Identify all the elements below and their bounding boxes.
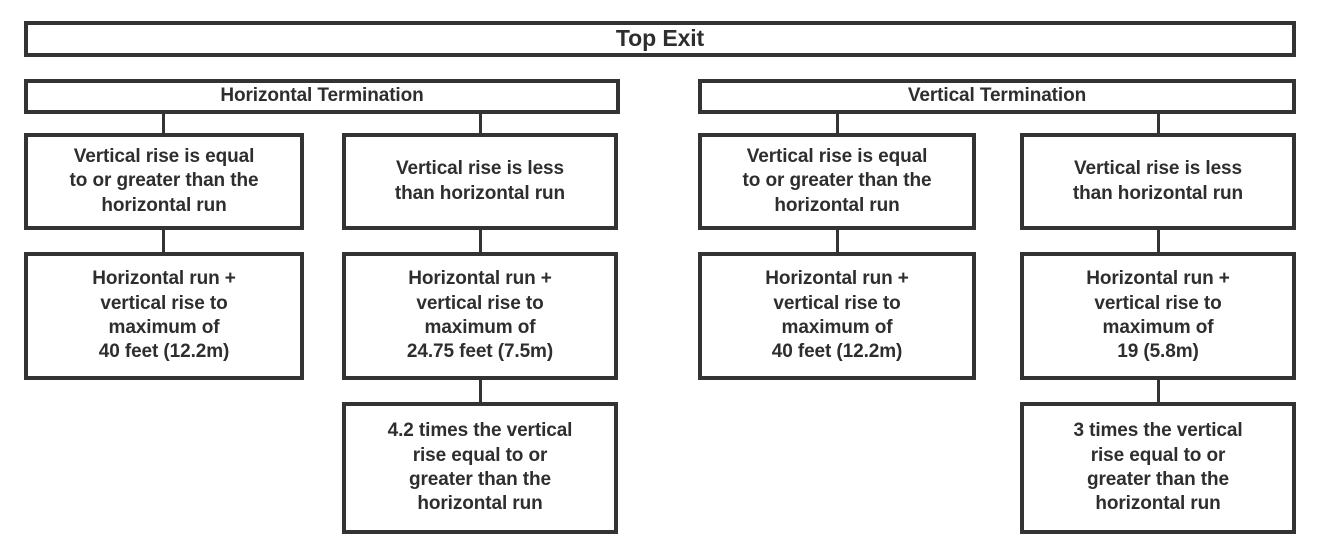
value-text-vertical-less-than: Horizontal run + vertical rise to maximu… — [1086, 268, 1230, 363]
condition-box-vertical-less-than: Vertical rise is less than horizontal ru… — [1020, 133, 1296, 230]
condition-box-horizontal-less-than: Vertical rise is less than horizontal ru… — [342, 133, 618, 230]
extra-box-horizontal-less-than: 4.2 times the vertical rise equal to or … — [342, 402, 618, 534]
group-header-vertical-termination: Vertical Termination — [698, 79, 1296, 114]
connector-horizontal-to-col1 — [162, 112, 165, 135]
value-box-horizontal-less-than: Horizontal run + vertical rise to maximu… — [342, 252, 618, 380]
title-box: Top Exit — [24, 21, 1296, 57]
value-box-horizontal-equal-or-greater: Horizontal run + vertical rise to maximu… — [24, 252, 304, 380]
connector-vertical-to-col3 — [836, 112, 839, 135]
value-text-horizontal-less-than: Horizontal run + vertical rise to maximu… — [406, 268, 554, 363]
condition-box-vertical-equal-or-greater: Vertical rise is equal to or greater tha… — [698, 133, 976, 230]
connector-vertical-to-col4 — [1157, 112, 1160, 135]
value-box-vertical-less-than: Horizontal run + vertical rise to maximu… — [1020, 252, 1296, 380]
extra-text-vertical-less-than: 3 times the vertical rise equal to or gr… — [1073, 420, 1243, 515]
value-text-horizontal-equal-or-greater: Horizontal run + vertical rise to maximu… — [92, 268, 236, 363]
condition-text-horizontal-equal-or-greater: Vertical rise is equal to or greater tha… — [69, 146, 259, 216]
connector-col4-cond-to-value — [1157, 228, 1160, 254]
value-box-vertical-equal-or-greater: Horizontal run + vertical rise to maximu… — [698, 252, 976, 380]
connector-horizontal-to-col2 — [479, 112, 482, 135]
title-text: Top Exit — [615, 25, 705, 52]
value-text-vertical-equal-or-greater: Horizontal run + vertical rise to maximu… — [765, 268, 909, 363]
group-header-horizontal-termination: Horizontal Termination — [24, 79, 620, 114]
condition-text-vertical-equal-or-greater: Vertical rise is equal to or greater tha… — [742, 146, 932, 216]
group-header-horizontal-label: Horizontal Termination — [220, 85, 424, 107]
extra-box-vertical-less-than: 3 times the vertical rise equal to or gr… — [1020, 402, 1296, 534]
connector-col3-cond-to-value — [836, 228, 839, 254]
connector-col2-cond-to-value — [479, 228, 482, 254]
group-header-vertical-label: Vertical Termination — [907, 85, 1087, 107]
connector-col4-value-to-extra — [1157, 378, 1160, 404]
connector-col2-value-to-extra — [479, 378, 482, 404]
extra-text-horizontal-less-than: 4.2 times the vertical rise equal to or … — [387, 420, 573, 515]
condition-box-horizontal-equal-or-greater: Vertical rise is equal to or greater tha… — [24, 133, 304, 230]
connector-col1-cond-to-value — [162, 228, 165, 254]
condition-text-vertical-less-than: Vertical rise is less than horizontal ru… — [1072, 158, 1244, 204]
condition-text-horizontal-less-than: Vertical rise is less than horizontal ru… — [394, 158, 566, 204]
